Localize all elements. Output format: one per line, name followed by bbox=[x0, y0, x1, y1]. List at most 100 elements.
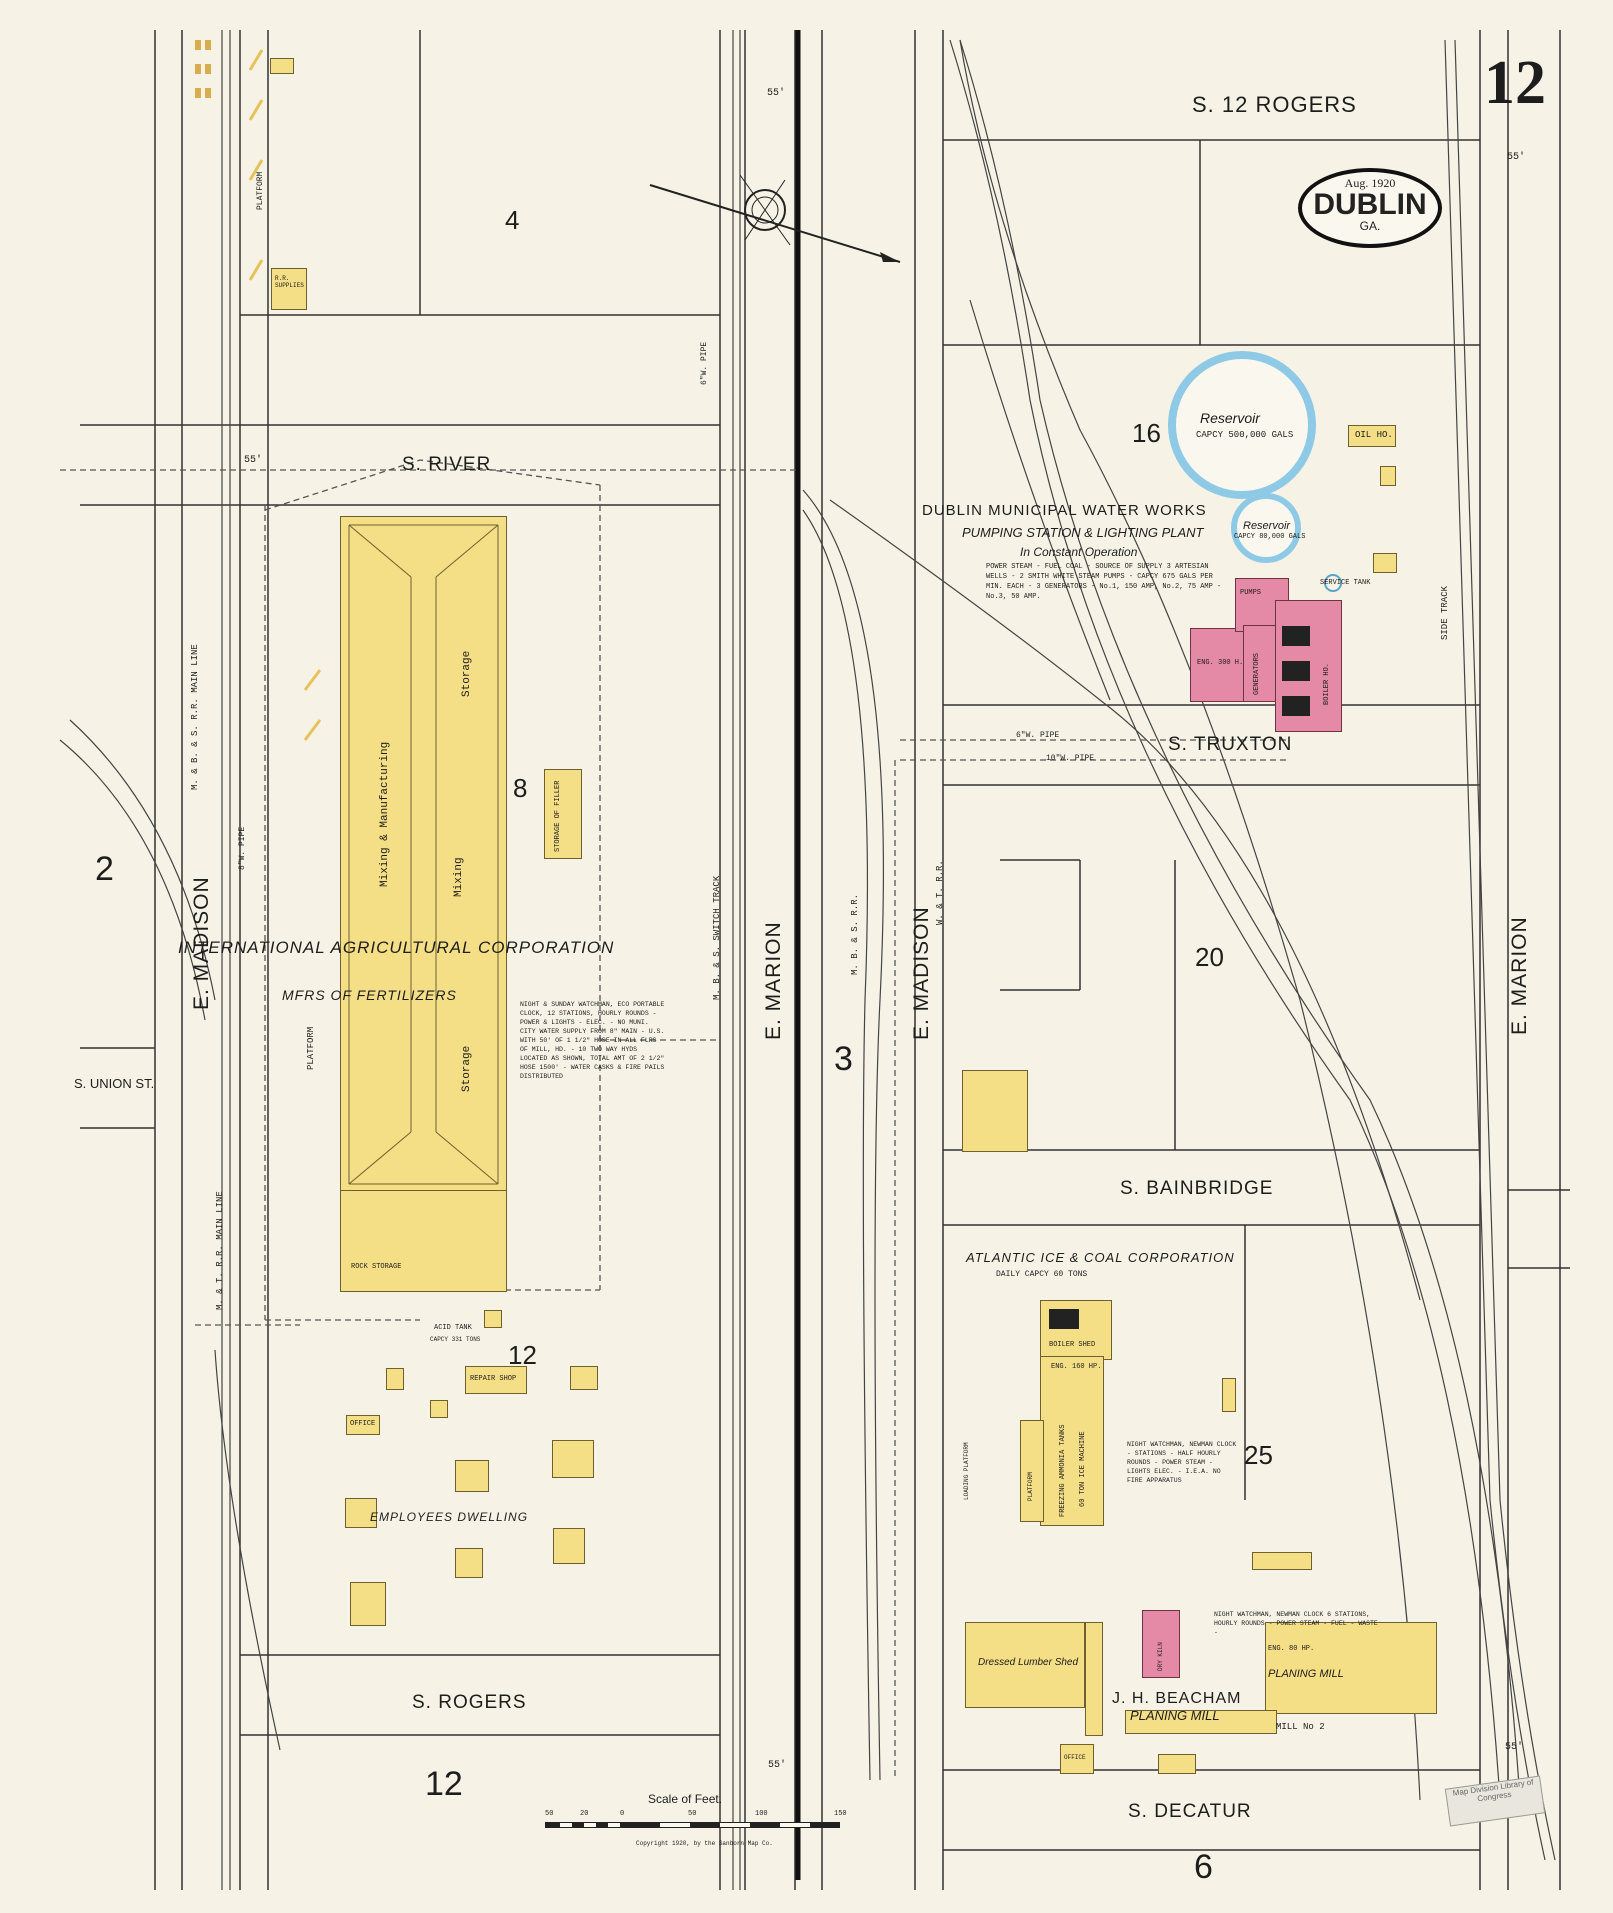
elevation-label: 55' bbox=[768, 1760, 787, 1771]
pipe-label: 6"W. PIPE bbox=[700, 341, 709, 385]
rr-label: M. & T. R.R. MAIN LINE bbox=[215, 1191, 225, 1310]
atlantic-platform-label: PLATFORM bbox=[1027, 1472, 1034, 1501]
generators-label: GENERATORS bbox=[1253, 652, 1261, 695]
outbuilding bbox=[270, 58, 294, 74]
roof-lines bbox=[348, 524, 499, 1185]
street-e-madison-mid: E. MADISON bbox=[910, 906, 933, 1040]
freezing-tanks-label: FREEZING AMMONIA TANKS bbox=[1059, 1424, 1067, 1517]
oil-house-label: OIL HO. bbox=[1355, 430, 1393, 440]
boiler-house-label: BOILER HO. bbox=[1323, 662, 1331, 705]
title-date: Aug. 1920 bbox=[1344, 176, 1396, 190]
oil-house: OIL HO. bbox=[1348, 425, 1396, 447]
dressed-lumber-label: Dressed Lumber Shed bbox=[978, 1657, 1079, 1668]
street-s-rogers-bottom: S. ROGERS bbox=[412, 1692, 527, 1713]
atlantic-platform: PLATFORM bbox=[1020, 1420, 1044, 1522]
scale-tick: 50 bbox=[545, 1810, 554, 1818]
sheet-number: 12 bbox=[1484, 49, 1546, 117]
scale-tick: 150 bbox=[834, 1810, 847, 1818]
title-state: GA. bbox=[1359, 219, 1381, 233]
reservoir-small-capacity: CAPCY 80,000 GALS bbox=[1234, 533, 1306, 541]
employees-dwelling-label: EMPLOYEES DWELLING bbox=[370, 1510, 529, 1524]
water-works-status: In Constant Operation bbox=[1020, 545, 1138, 559]
pipe-label: 10"W. PIPE bbox=[1046, 754, 1095, 763]
dwelling bbox=[345, 1498, 377, 1528]
mill-no2-label: MILL No 2 bbox=[1276, 1722, 1325, 1732]
water-works-sub: PUMPING STATION & LIGHTING PLANT bbox=[962, 525, 1204, 540]
scale-label: Scale of Feet. bbox=[648, 1792, 723, 1806]
rr-supplies-label: R.R. SUPPLIES bbox=[275, 275, 304, 289]
beacham-office: OFFICE bbox=[1060, 1744, 1094, 1774]
iac-rock-storage: ROCK STORAGE bbox=[351, 1263, 402, 1271]
engine-label: ENG. 300 H.P. bbox=[1197, 659, 1252, 667]
iac-storage-label: Storage bbox=[461, 650, 473, 697]
water-works-note: POWER STEAM - FUEL COAL - SOURCE OF SUPP… bbox=[986, 563, 1222, 601]
rr-label: M. B. & S. R.R. bbox=[850, 893, 860, 975]
loading-platform-label: LOADING PLATFORM bbox=[963, 1442, 970, 1500]
iac-main-building: Storage Storage Mixing & Manufacturing M… bbox=[340, 516, 507, 1193]
atlantic-ice-plant: ENG. 160 HP. FREEZING AMMONIA TANKS 60 T… bbox=[1040, 1356, 1104, 1526]
iac-storage-label: Storage bbox=[461, 1045, 473, 1092]
reservoir-large-capacity: CAPCY 500,000 GALS bbox=[1196, 430, 1294, 440]
street-e-marion-right: E. MARION bbox=[1508, 916, 1531, 1035]
dwelling bbox=[455, 1460, 489, 1492]
boiler bbox=[1282, 696, 1310, 716]
atlantic-name: ATLANTIC ICE & COAL CORPORATION bbox=[966, 1250, 1235, 1265]
street-s-river: S. RIVER bbox=[402, 454, 492, 475]
street-s-union: S. UNION ST. bbox=[74, 1076, 155, 1091]
scale-tick: 20 bbox=[580, 1810, 589, 1818]
rr-supplies-building: R.R. SUPPLIES bbox=[271, 268, 307, 310]
outbuilding bbox=[1380, 466, 1396, 486]
iac-name: INTERNATIONAL AGRICULTURAL CORPORATION bbox=[178, 938, 615, 957]
scale-tick: 0 bbox=[620, 1810, 625, 1818]
street-e-marion-mid: E. MARION bbox=[762, 921, 785, 1040]
street-s-rogers-top: S. 12 ROGERS bbox=[1192, 92, 1357, 117]
beacham-name: J. H. BEACHAM bbox=[1112, 1690, 1242, 1707]
block-number: 12 bbox=[425, 1765, 463, 1803]
water-works-name: DUBLIN MUNICIPAL WATER WORKS bbox=[922, 502, 1207, 519]
dwelling bbox=[350, 1582, 386, 1626]
outbuilding bbox=[1373, 553, 1397, 573]
copyright: Copyright 1920, by the Sanborn Map Co. bbox=[636, 1840, 773, 1847]
outbuilding bbox=[1158, 1754, 1196, 1774]
boiler-house bbox=[1275, 600, 1342, 732]
office-label: OFFICE bbox=[350, 1420, 376, 1428]
elevation-label: 55' bbox=[767, 88, 786, 99]
reservoir-large-label: Reservoir bbox=[1200, 410, 1260, 426]
block-number: 4 bbox=[505, 205, 520, 235]
iac-filler-storage: STORAGE OF FILLER bbox=[544, 769, 582, 859]
title-cartouche: Aug. 1920 DUBLIN GA. bbox=[1298, 168, 1442, 248]
beacham-engine-label: ENG. 80 HP. bbox=[1268, 1645, 1315, 1653]
elevation-label: 55' bbox=[1507, 152, 1526, 163]
outbuilding bbox=[484, 1310, 502, 1328]
boiler bbox=[1282, 661, 1310, 681]
outbuilding bbox=[430, 1400, 448, 1418]
pipe-label: 6"W. PIPE bbox=[1016, 731, 1060, 740]
iac-mixing-mfg-label: Mixing & Manufacturing bbox=[379, 741, 391, 887]
street-s-bainbridge: S. BAINBRIDGE bbox=[1120, 1178, 1274, 1199]
block-number: 20 bbox=[1195, 942, 1224, 972]
atlantic-engine-label: ENG. 160 HP. bbox=[1051, 1363, 1102, 1371]
office-building: OFFICE bbox=[346, 1415, 380, 1435]
block-number: 25 bbox=[1244, 1440, 1273, 1470]
outbuilding bbox=[386, 1368, 404, 1390]
iac-platform-label: PLATFORM bbox=[306, 1026, 316, 1070]
rr-label: M. B. & S. SWITCH TRACK bbox=[712, 875, 722, 1000]
acid-tank-capacity: CAPCY 331 TONS bbox=[430, 1336, 481, 1343]
atlantic-capacity: DAILY CAPCY 60 TONS bbox=[996, 1270, 1088, 1279]
boiler bbox=[1282, 626, 1310, 646]
outbuilding bbox=[1222, 1378, 1236, 1412]
elevation-label: 55' bbox=[1505, 1742, 1524, 1753]
block-number: 12 bbox=[508, 1340, 537, 1370]
street-s-decatur: S. DECATUR bbox=[1128, 1801, 1252, 1822]
dry-kiln: DRY KILN bbox=[1142, 1610, 1180, 1678]
acid-tank-label: ACID TANK bbox=[434, 1324, 472, 1332]
iac-filler-label: STORAGE OF FILLER bbox=[554, 780, 562, 852]
atlantic-note: NIGHT WATCHMAN, NEWMAN CLOCK - STATIONS … bbox=[1127, 1441, 1237, 1484]
block-number: 8 bbox=[513, 773, 528, 803]
beacham-note: NIGHT WATCHMAN, NEWMAN CLOCK 6 STATIONS,… bbox=[1214, 1611, 1378, 1636]
block-number: 6 bbox=[1194, 1848, 1213, 1886]
rr-label: SIDE TRACK bbox=[1440, 585, 1450, 640]
street-s-truxton: S. TRUXTON bbox=[1168, 734, 1293, 755]
dwelling bbox=[552, 1440, 594, 1478]
